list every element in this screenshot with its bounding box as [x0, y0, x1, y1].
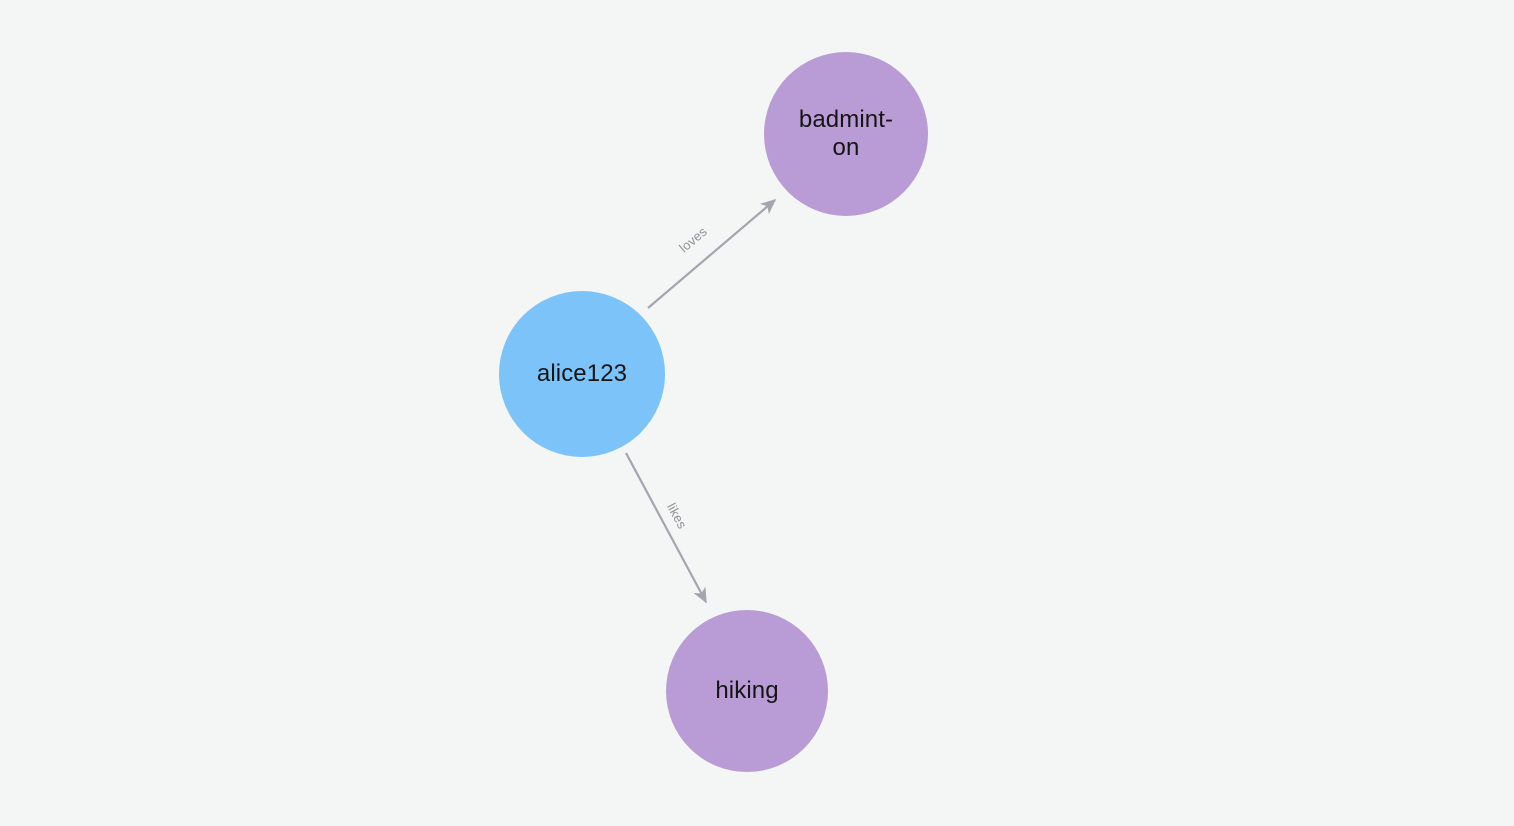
- edge-likes-line: [625, 452, 707, 604]
- edge-loves[interactable]: loves: [647, 199, 777, 309]
- edge-likes[interactable]: likes: [625, 452, 707, 604]
- graph-node-label: badmint- on: [798, 106, 894, 161]
- graph-node-alice123[interactable]: alice123: [499, 291, 665, 457]
- graph-node-badminton[interactable]: badmint- on: [764, 52, 928, 216]
- graph-node-label: alice123: [536, 360, 628, 387]
- edge-loves-label: loves: [676, 224, 710, 256]
- graph-node-hiking[interactable]: hiking: [666, 610, 828, 772]
- edge-likes-label: likes: [664, 500, 690, 531]
- edge-loves-line: [647, 199, 777, 309]
- graph-node-label: hiking: [715, 677, 779, 704]
